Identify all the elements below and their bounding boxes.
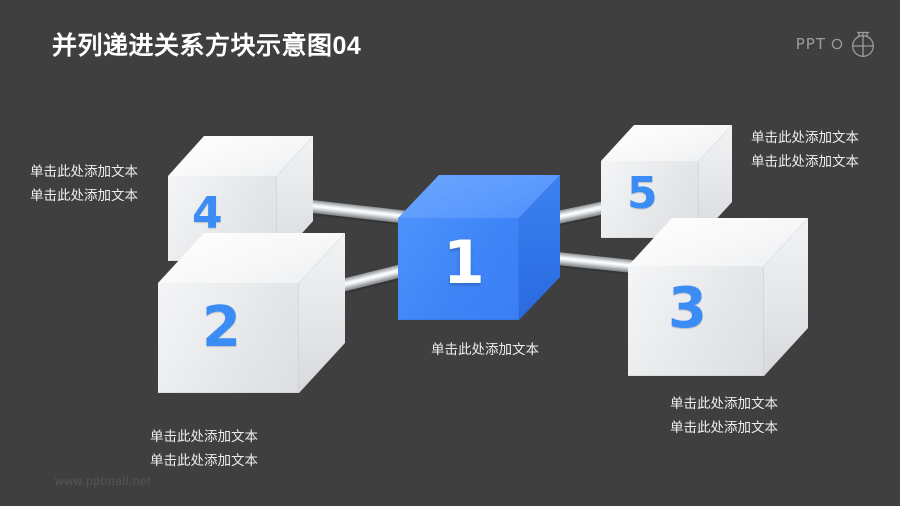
cube-3-number: 3 [668,276,707,341]
brand-logo: PPT [796,28,878,60]
cube-2-front-face [158,283,299,393]
cube-1[interactable]: 1 [398,175,560,320]
target-circle-icon [848,28,878,60]
cube-2-number: 2 [202,295,241,360]
caption-bottom-right-line2: 单击此处添加文本 [670,420,778,435]
cube-3-front-face [628,266,764,376]
caption-top-left-line1: 单击此处添加文本 [30,164,138,179]
cube-5-number: 5 [627,168,658,219]
caption-top-left[interactable]: 单击此处添加文本 单击此处添加文本 [30,160,138,208]
caption-center-line1: 单击此处添加文本 [431,342,539,357]
caption-bottom-left-line2: 单击此处添加文本 [150,453,258,468]
cube-4-number: 4 [192,188,223,239]
caption-top-right-line2: 单击此处添加文本 [751,154,859,169]
cube-1-number: 1 [443,228,485,298]
cube-5[interactable]: 5 [601,125,732,238]
circle-dot-icon [831,38,843,50]
caption-top-right-line1: 单击此处添加文本 [751,130,859,145]
page-title: 并列递进关系方块示意图04 [52,32,362,60]
caption-top-left-line2: 单击此处添加文本 [30,188,138,203]
cube-2[interactable]: 2 [158,233,345,393]
caption-bottom-left-line1: 单击此处添加文本 [150,429,258,444]
cube-1-front-face [398,218,519,320]
caption-bottom-right-line1: 单击此处添加文本 [670,396,778,411]
caption-center[interactable]: 单击此处添加文本 [431,338,539,362]
cube-3[interactable]: 3 [628,218,808,376]
logo-text: PPT [795,35,826,53]
caption-bottom-left[interactable]: 单击此处添加文本 单击此处添加文本 [150,425,258,473]
watermark: www.pptmall.net [55,474,152,488]
caption-bottom-right[interactable]: 单击此处添加文本 单击此处添加文本 [670,392,778,440]
caption-top-right[interactable]: 单击此处添加文本 单击此处添加文本 [751,126,859,174]
